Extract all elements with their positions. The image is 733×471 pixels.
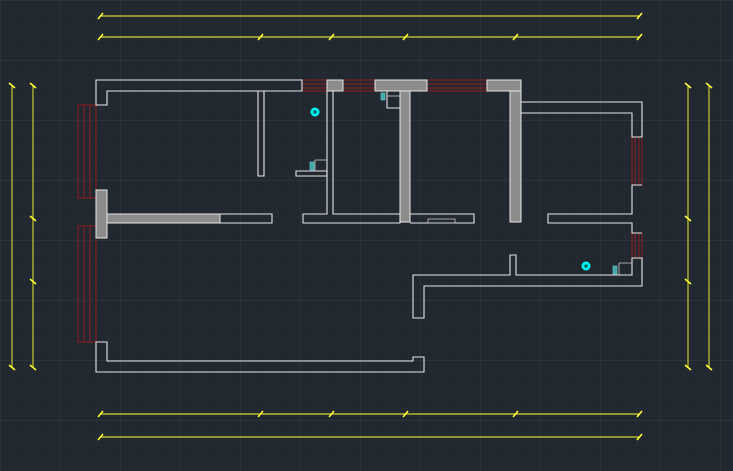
valve-symbols (309, 92, 618, 275)
drain-fixtures (310, 107, 591, 271)
floor-drain-icon (584, 264, 588, 268)
dimension-bottom[interactable] (97, 410, 643, 441)
dimension-left[interactable] (8, 82, 37, 371)
wall-fills (95, 79, 522, 239)
dimension-right[interactable] (684, 82, 713, 371)
walls (95, 79, 643, 373)
door-swings (314, 95, 632, 275)
dimension-top[interactable] (97, 12, 643, 41)
floor-drain-icon (313, 110, 317, 114)
